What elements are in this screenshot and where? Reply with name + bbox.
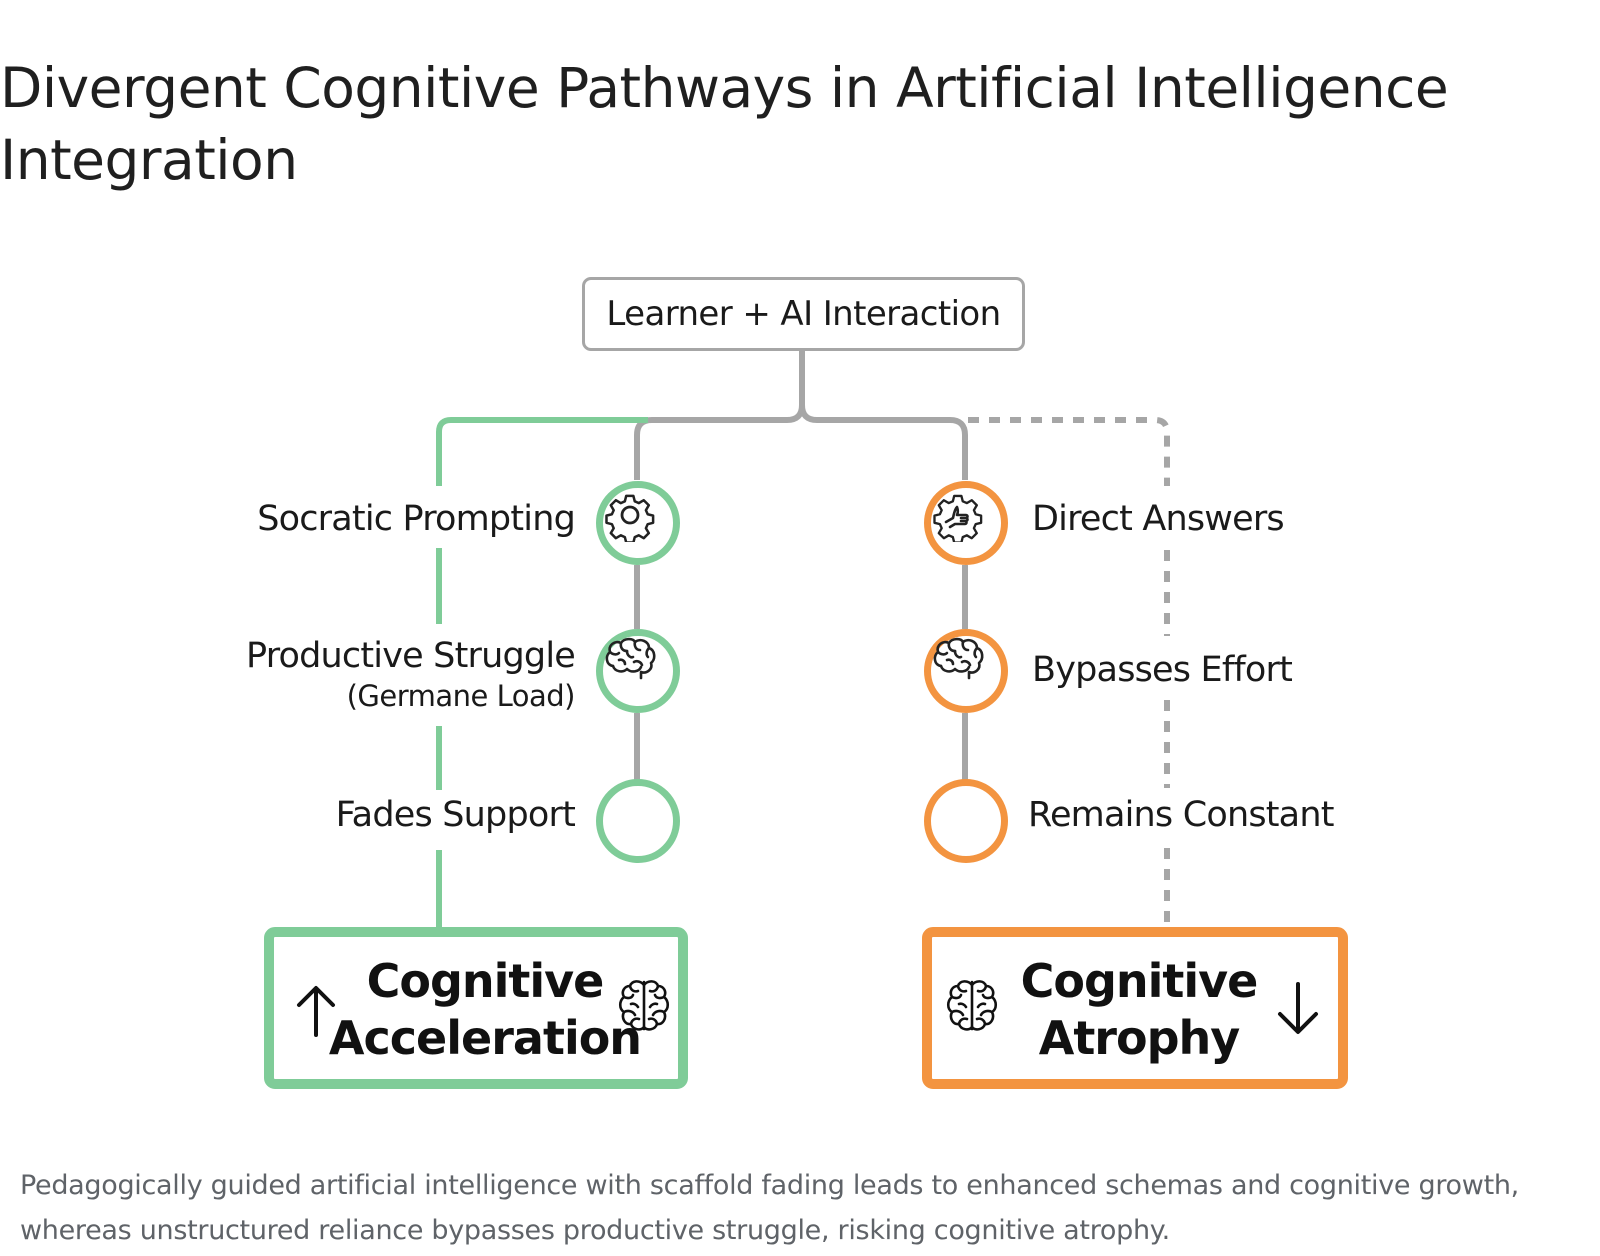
atrophy-line-1: Cognitive bbox=[1020, 954, 1259, 1008]
right-step-2-label: Bypasses Effort bbox=[1032, 650, 1293, 690]
left-step-3-node bbox=[596, 779, 680, 863]
atrophy-outcome-title: Cognitive Atrophy bbox=[1008, 953, 1270, 1067]
right-step-1-label: Direct Answers bbox=[1032, 499, 1285, 539]
left-step-2-sublabel: (Germane Load) bbox=[346, 679, 576, 713]
acceleration-outcome-title: Cognitive Acceleration bbox=[324, 953, 646, 1067]
atrophy-line-2: Atrophy bbox=[1038, 1011, 1241, 1065]
left-step-1-node bbox=[596, 481, 680, 565]
acceleration-line-1: Cognitive bbox=[366, 954, 605, 1008]
left-step-2-node bbox=[596, 629, 680, 713]
connector-lines bbox=[436, 351, 1170, 928]
root-right-connector bbox=[799, 404, 968, 480]
atrophy-outcome-box: Cognitive Atrophy bbox=[922, 927, 1348, 1089]
right-dashed-connector bbox=[968, 417, 1170, 486]
right-step-3-label: Remains Constant bbox=[1028, 795, 1334, 835]
acceleration-outcome-box: Cognitive Acceleration bbox=[264, 927, 688, 1089]
left-outer-connector bbox=[436, 417, 648, 486]
left-step-3-label: Fades Support bbox=[335, 795, 576, 835]
root-node: Learner + AI Interaction bbox=[582, 277, 1025, 351]
right-step-2-node bbox=[924, 629, 1008, 713]
right-step-1-node bbox=[924, 481, 1008, 565]
left-step-1-label: Socratic Prompting bbox=[257, 499, 576, 539]
left-step-2-label: Productive Struggle bbox=[246, 636, 576, 676]
root-label: Learner + AI Interaction bbox=[606, 294, 1001, 334]
pathway-diagram: Learner + AI Interaction Socratic Prompt… bbox=[246, 277, 1348, 1089]
figure-caption: Pedagogically guided artificial intellig… bbox=[20, 1170, 1519, 1246]
root-stem-connector bbox=[634, 351, 805, 480]
page-title: Divergent Cognitive Pathways in Artifici… bbox=[0, 56, 1449, 192]
right-step-3-node bbox=[924, 779, 1008, 863]
acceleration-line-2: Acceleration bbox=[328, 1011, 642, 1065]
